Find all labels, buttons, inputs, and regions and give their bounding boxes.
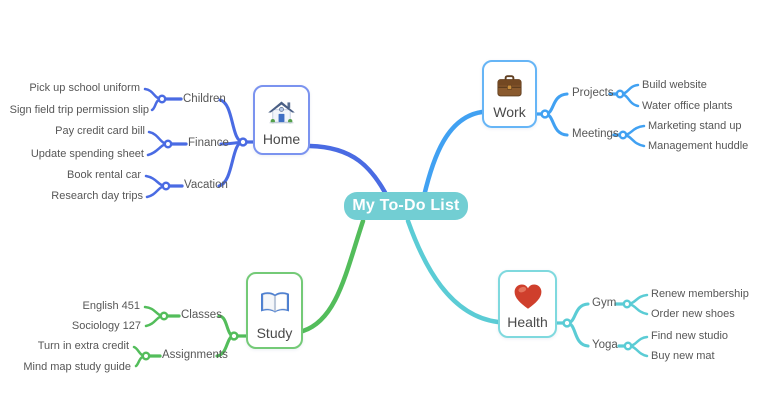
subtopic-label-children[interactable]: Children [183, 93, 226, 105]
leaf-item[interactable]: Management huddle [648, 140, 749, 152]
subtopic-label-yoga[interactable]: Yoga [592, 339, 618, 351]
topic-label-work: Work [493, 104, 526, 120]
health-branch-lines [405, 218, 649, 358]
leaf-item[interactable]: Mind map study guide [23, 361, 131, 373]
home-branch-lines [143, 87, 392, 203]
work-branch-lines [421, 83, 646, 199]
subtopic-label-assignments[interactable]: Assignments [162, 349, 228, 361]
leaf-item[interactable]: Marketing stand up [648, 120, 742, 132]
subtopic-label-classes[interactable]: Classes [181, 309, 222, 321]
leaf-item[interactable]: Update spending sheet [30, 148, 144, 160]
leaf-item[interactable]: English 451 [82, 300, 141, 312]
briefcase-icon [494, 69, 525, 104]
subtopic-label-finance[interactable]: Finance [188, 137, 229, 149]
leaf-item[interactable]: Water office plants [642, 100, 733, 112]
leaf-item[interactable]: Find new studio [651, 330, 729, 342]
subtopic-label-meetings[interactable]: Meetings [572, 128, 619, 140]
topic-label-home: Home [262, 131, 301, 147]
leaf-item[interactable]: Order new shoes [651, 308, 735, 320]
study-branch-lines [132, 218, 366, 368]
house-icon [265, 94, 298, 131]
leaf-item[interactable]: Research day trips [51, 190, 143, 202]
topic-node-health[interactable]: Health [498, 270, 557, 338]
subtopic-label-projects[interactable]: Projects [572, 87, 614, 99]
subtopic-label-vacation[interactable]: Vacation [184, 179, 228, 191]
leaf-item[interactable]: Build website [642, 79, 707, 91]
leaf-item[interactable]: Renew membership [651, 288, 749, 300]
center-topic[interactable]: My To-Do List [344, 192, 468, 220]
leaf-item[interactable]: Pick up school uniform [29, 82, 140, 94]
leaf-item[interactable]: Turn in extra credit [37, 340, 129, 352]
leaf-item[interactable]: Pay credit card bill [55, 125, 145, 137]
topic-node-work[interactable]: Work [482, 60, 537, 128]
topic-label-study: Study [256, 325, 293, 341]
topic-node-home[interactable]: Home [253, 85, 310, 155]
leaf-item[interactable]: Book rental car [67, 169, 141, 181]
leaf-item[interactable]: Buy new mat [651, 350, 715, 362]
topic-node-study[interactable]: Study [246, 272, 303, 349]
leaf-item[interactable]: Sign field trip permission slip [9, 104, 149, 116]
subtopic-label-gym[interactable]: Gym [592, 297, 617, 309]
topic-label-health: Health [507, 314, 548, 330]
leaf-item[interactable]: Sociology 127 [71, 320, 141, 332]
heart-icon [511, 279, 545, 314]
open-book-icon [257, 281, 293, 325]
